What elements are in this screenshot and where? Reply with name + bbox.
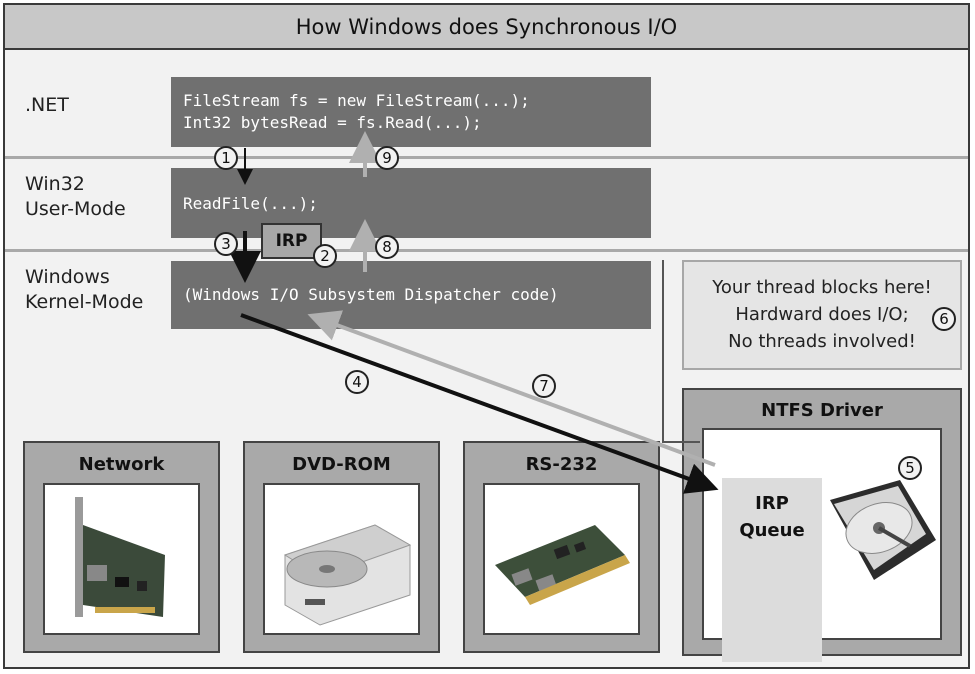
diagram-title: How Windows does Synchronous I/O <box>5 5 968 50</box>
network-card-icon <box>75 497 165 617</box>
step-marker-5: 5 <box>898 456 922 480</box>
device-title-network: Network <box>78 454 165 475</box>
step-marker-4: 4 <box>345 370 369 394</box>
device-title-ntfs: NTFS Driver <box>761 400 883 421</box>
step-marker-9: 9 <box>375 146 399 170</box>
thread-block-note: Your thread blocks here! Hardward does I… <box>682 260 962 370</box>
device-dvd-rom: DVD-ROM <box>243 441 440 653</box>
ntfs-inner-panel: IRP Queue <box>702 428 942 662</box>
block-note-line-1: Your thread blocks here! <box>712 277 932 298</box>
step-marker-3: 3 <box>214 232 238 256</box>
dvd-drive-icon <box>283 524 412 626</box>
block-note-line-3: No threads involved! <box>728 331 916 352</box>
block-note-line-2: Hardward does I/O; <box>735 304 909 325</box>
irp-packet-box: IRP <box>261 223 322 259</box>
layer-label-kernel: Windows Kernel-Mode <box>25 266 144 313</box>
device-title-dvd: DVD-ROM <box>292 454 391 475</box>
network-card-image <box>43 483 200 635</box>
step-marker-7: 7 <box>532 374 556 398</box>
device-rs-232: RS-232 <box>463 441 660 653</box>
win32-code-line: ReadFile(...); <box>183 194 318 213</box>
step-marker-1: 1 <box>214 146 238 170</box>
step-marker-2: 2 <box>313 244 337 268</box>
serial-card-image <box>483 483 640 635</box>
dotnet-code-line-1: FileStream fs = new FileStream(...); <box>183 91 530 110</box>
layer-separator-1 <box>5 156 968 159</box>
layer-separator-2 <box>5 249 968 252</box>
layer-label-win32: Win32 User-Mode <box>25 173 126 220</box>
layer-label-dotnet: .NET <box>25 94 69 116</box>
flow-arrows <box>229 131 719 494</box>
step-marker-6: 6 <box>932 307 956 331</box>
irp-queue: IRP Queue <box>722 478 822 662</box>
kernel-code-line: (Windows I/O Subsystem Dispatcher code) <box>183 285 559 304</box>
step-marker-8: 8 <box>375 235 399 259</box>
device-network: Network <box>23 441 220 653</box>
irp-queue-line-2: Queue <box>739 520 805 541</box>
device-ntfs-driver: NTFS Driver IRP Queue <box>682 388 962 662</box>
diagram-frame: How Windows does Synchronous I/O .NET Wi… <box>3 3 970 669</box>
serial-card-icon <box>495 525 630 605</box>
arrow-step-4 <box>240 313 719 494</box>
arrow-step-7 <box>307 310 716 467</box>
device-title-rs232: RS-232 <box>525 454 598 475</box>
note-connector-line <box>662 260 700 443</box>
dotnet-code-box: FileStream fs = new FileStream(...); Int3… <box>171 77 651 147</box>
irp-queue-line-1: IRP <box>755 493 789 514</box>
hard-disk-icon <box>830 480 936 580</box>
dvd-drive-image <box>263 483 420 635</box>
dotnet-code-line-2: Int32 bytesRead = fs.Read(...); <box>183 113 482 132</box>
